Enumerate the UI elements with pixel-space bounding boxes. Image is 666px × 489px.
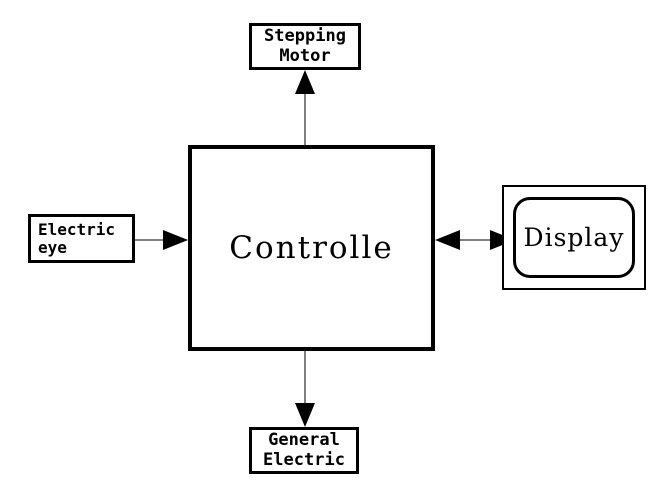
node-controller-label: Controlle [229, 229, 394, 266]
node-display-outer-frame[interactable]: Display [502, 185, 646, 290]
node-display[interactable]: Display [513, 197, 635, 278]
connector-controller-to-stepping-motor [295, 70, 315, 145]
node-general-electric[interactable]: General Electric [249, 427, 359, 474]
connector-electric-eye-to-controller [135, 230, 188, 250]
node-display-label: Display [523, 222, 625, 252]
node-electric-eye[interactable]: Electric eye [28, 214, 135, 263]
node-stepping-motor[interactable]: Stepping Motor [249, 23, 361, 70]
connector-controller-to-general-electric [295, 351, 315, 427]
node-general-electric-label: General Electric [263, 430, 345, 470]
node-electric-eye-label: Electric eye [38, 219, 116, 257]
node-controller[interactable]: Controlle [188, 145, 435, 351]
node-stepping-motor-label: Stepping Motor [264, 26, 346, 66]
